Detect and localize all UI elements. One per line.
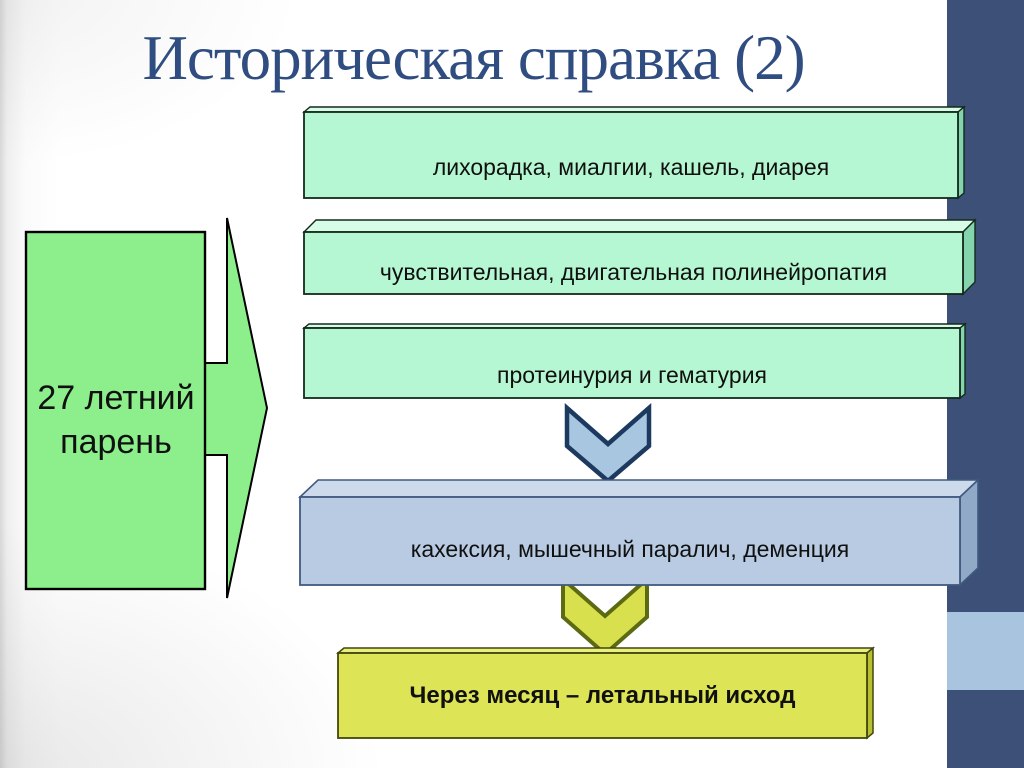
step4-box-shape [297,478,981,587]
slide-title: Историческая справка (2) [142,23,805,93]
chevron-down-icon-2 [561,574,649,657]
step5-box-shape [335,646,876,740]
step1-box-shape [302,105,966,200]
arrow-right-shape [204,217,269,599]
chevron-down-icon-1 [564,403,652,484]
right-accent-block [947,612,1024,690]
step3-box-shape [302,322,967,400]
step2-box-shape [302,218,977,296]
patient-box-shape [24,230,207,591]
